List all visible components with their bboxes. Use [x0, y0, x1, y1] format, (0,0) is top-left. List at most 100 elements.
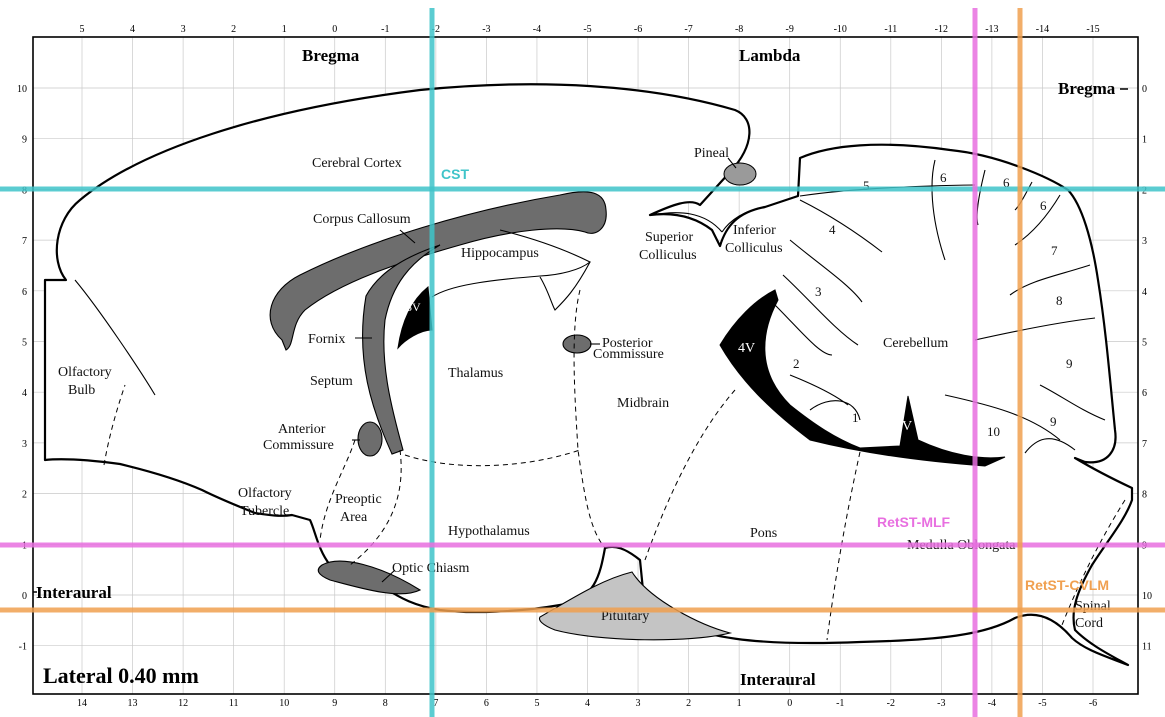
lobule-label: 9: [1066, 356, 1073, 371]
right-tick-label: 1: [1142, 135, 1147, 146]
posterior-commissure-label-line2: Commissure: [593, 347, 664, 362]
retst-cvlm-label: RetST-CVLM: [1025, 577, 1109, 593]
left-tick-label: -1: [19, 642, 27, 653]
bottom-tick-label: 5: [534, 698, 539, 709]
left-axis-ticks: 109876543210-1: [17, 84, 27, 653]
third-ventricle-label: 3V: [406, 300, 421, 314]
bottom-tick-label: 9: [332, 698, 337, 709]
top-tick-label: -11: [884, 24, 897, 35]
right-tick-label: 0: [1142, 84, 1147, 95]
bottom-tick-label: 6: [484, 698, 489, 709]
bottom-tick-label: 0: [787, 698, 792, 709]
hypothalamus-label: Hypothalamus: [448, 524, 530, 539]
fourth-ventricle-label-b: 4V: [895, 419, 912, 434]
bottom-tick-label: 10: [279, 698, 289, 709]
bottom-tick-label: 11: [229, 698, 239, 709]
pineal-shape: [724, 163, 756, 185]
right-tick-label: 6: [1142, 388, 1147, 399]
lambda-top-label: Lambda: [739, 46, 801, 65]
preoptic-area-label-line1: Preoptic: [335, 492, 382, 507]
cerebellum-label: Cerebellum: [883, 336, 948, 351]
top-tick-label: 4: [130, 24, 135, 35]
left-tick-label: 7: [22, 236, 27, 247]
lobule-label: 3: [815, 284, 822, 299]
olfactory-tubercle-label-line1: Olfactory: [238, 486, 292, 501]
lobule-label: 1: [852, 410, 859, 425]
hippocampus-label: Hippocampus: [461, 246, 539, 261]
lobule-label: 7: [1051, 243, 1058, 258]
left-tick-label: 0: [22, 591, 27, 602]
superior-colliculus-label-line1: Superior: [645, 230, 694, 245]
top-tick-label: -7: [684, 24, 692, 35]
bottom-tick-label: 8: [383, 698, 388, 709]
lobule-label: 6: [940, 170, 947, 185]
top-tick-label: -4: [533, 24, 541, 35]
interaural-bottom-label: Interaural: [740, 670, 816, 689]
bottom-tick-label: -3: [937, 698, 945, 709]
retst-mlf-label: RetST-MLF: [877, 514, 951, 530]
lobule-label: 10: [987, 424, 1000, 439]
left-tick-label: 5: [22, 338, 27, 349]
left-tick-label: 9: [22, 135, 27, 146]
right-tick-label: 11: [1142, 642, 1152, 653]
top-tick-label: 0: [332, 24, 337, 35]
top-tick-label: -1: [381, 24, 389, 35]
olfactory-bulb-label-line2: Bulb: [68, 383, 95, 398]
bottom-tick-label: 12: [178, 698, 188, 709]
lobule-label: 6: [1040, 198, 1047, 213]
olfactory-bulb-label-line1: Olfactory: [58, 365, 112, 380]
right-tick-label: 3: [1142, 236, 1147, 247]
bottom-tick-label: -6: [1089, 698, 1097, 709]
top-tick-label: -3: [482, 24, 490, 35]
bottom-tick-label: -4: [988, 698, 996, 709]
top-tick-label: 5: [80, 24, 85, 35]
bregma-top-label: Bregma: [302, 46, 360, 65]
top-tick-label: -8: [735, 24, 743, 35]
pons-label: Pons: [750, 526, 777, 541]
cst-label: CST: [441, 166, 469, 182]
bregma-right-label: Bregma: [1058, 79, 1116, 98]
thalamus-label: Thalamus: [448, 366, 503, 381]
interaural-left-label: Interaural: [36, 583, 112, 602]
right-tick-label: 7: [1142, 439, 1147, 450]
top-tick-label: 3: [181, 24, 186, 35]
top-tick-label: 2: [231, 24, 236, 35]
bottom-tick-label: 3: [636, 698, 641, 709]
right-axis-ticks: 01234567891011: [1142, 84, 1152, 653]
right-tick-label: 4: [1142, 287, 1147, 298]
bottom-tick-label: -2: [887, 698, 895, 709]
lobule-label: 8: [1056, 293, 1063, 308]
left-tick-label: 10: [17, 84, 27, 95]
top-tick-label: -9: [786, 24, 794, 35]
bottom-tick-label: 2: [686, 698, 691, 709]
right-tick-label: 8: [1142, 490, 1147, 501]
lobule-label: 4: [829, 222, 836, 237]
top-tick-label: -15: [1086, 24, 1099, 35]
lobule-label: 9: [1050, 414, 1057, 429]
superior-colliculus-label-line2: Colliculus: [639, 248, 697, 263]
bottom-tick-label: -1: [836, 698, 844, 709]
fornix-label: Fornix: [308, 332, 345, 347]
preoptic-area-label-line2: Area: [340, 510, 368, 525]
brain-outline: [45, 84, 1132, 665]
inferior-colliculus-label-line1: Inferior: [733, 223, 776, 238]
septum-label: Septum: [310, 374, 353, 389]
top-tick-label: 1: [282, 24, 287, 35]
lobule-label: 2: [793, 356, 800, 371]
top-tick-label: -5: [583, 24, 591, 35]
posterior-commissure-shape: [563, 335, 591, 353]
right-tick-label: 5: [1142, 338, 1147, 349]
top-tick-label: -10: [834, 24, 847, 35]
left-tick-label: 3: [22, 439, 27, 450]
left-tick-label: 4: [22, 388, 27, 399]
fourth-ventricle-label-a: 4V: [738, 341, 755, 356]
bottom-tick-label: 1: [737, 698, 742, 709]
bottom-tick-label: 4: [585, 698, 590, 709]
top-tick-label: -13: [985, 24, 998, 35]
anterior-commissure-shape: [358, 422, 382, 456]
left-tick-label: 6: [22, 287, 27, 298]
section-label: Lateral 0.40 mm: [43, 663, 199, 688]
top-tick-label: -6: [634, 24, 642, 35]
